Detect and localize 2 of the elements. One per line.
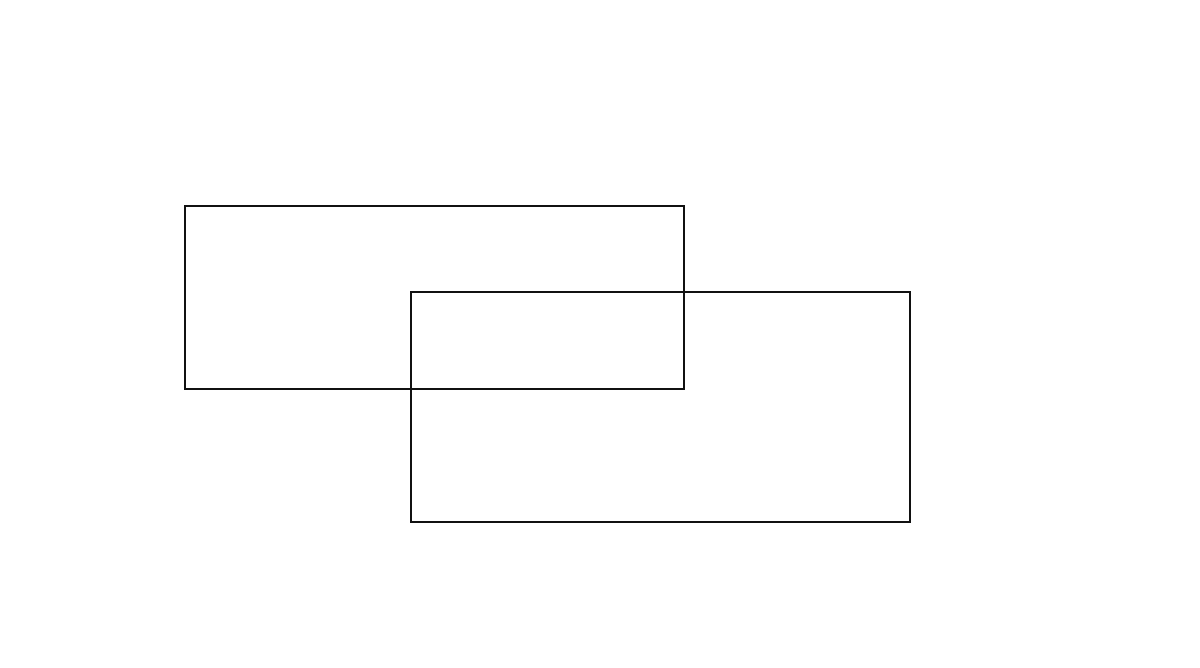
rectangle-outline — [410, 291, 911, 523]
rectangle-outline — [184, 205, 685, 390]
